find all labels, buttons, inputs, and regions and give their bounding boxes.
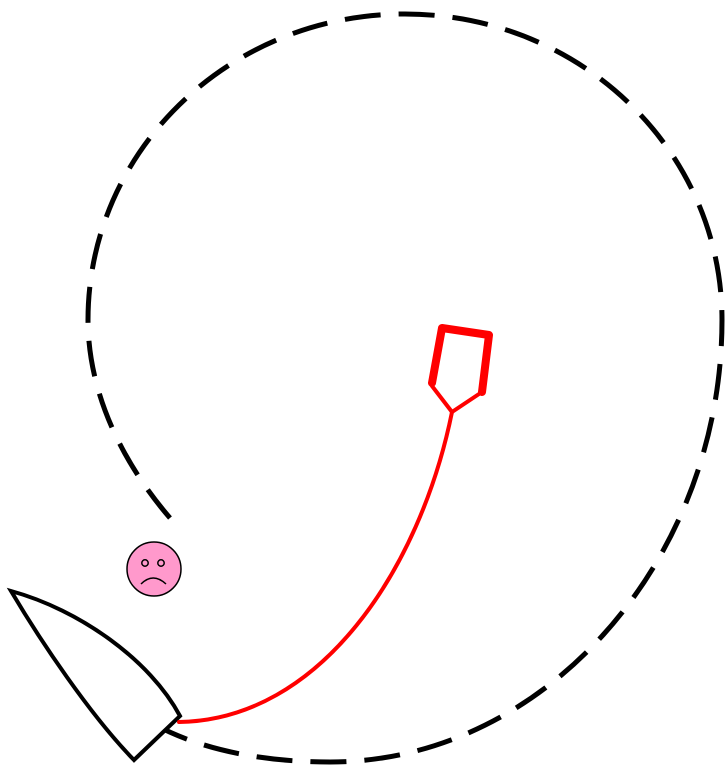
float-icon <box>432 328 489 412</box>
sad-face-icon <box>127 542 181 596</box>
float-bridle <box>432 386 482 412</box>
dashed-circle-path <box>88 14 722 762</box>
throw-line <box>179 412 452 722</box>
float-body <box>432 328 489 392</box>
person-in-water <box>127 542 181 596</box>
boat-hull-icon <box>11 591 180 760</box>
